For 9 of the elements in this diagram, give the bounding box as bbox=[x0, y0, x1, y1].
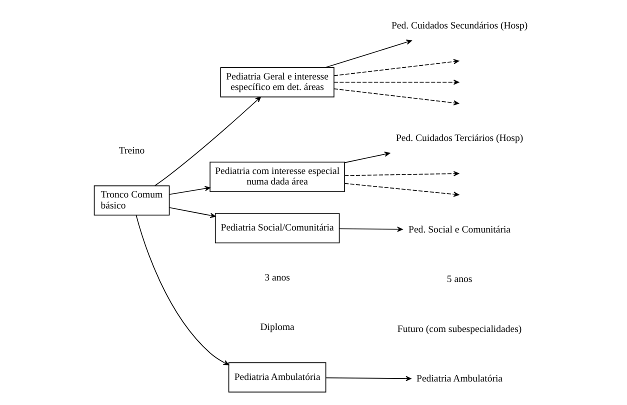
label: Treino bbox=[118, 145, 144, 156]
label: 5 anos bbox=[446, 274, 472, 286]
label: Futuro (com subespecialidades) bbox=[396, 324, 522, 335]
label: 3 anos bbox=[264, 272, 290, 284]
node-text: Ped. Cuidados Terciários (Hosp) bbox=[395, 133, 523, 144]
node-text: Ped. Social e Comunitária bbox=[408, 224, 510, 236]
node-text: Pediatria Ambulatória bbox=[416, 374, 502, 385]
node-text: Ped. Cuidados Secundários (Hosp) bbox=[390, 20, 528, 32]
label: Diploma bbox=[260, 322, 294, 334]
